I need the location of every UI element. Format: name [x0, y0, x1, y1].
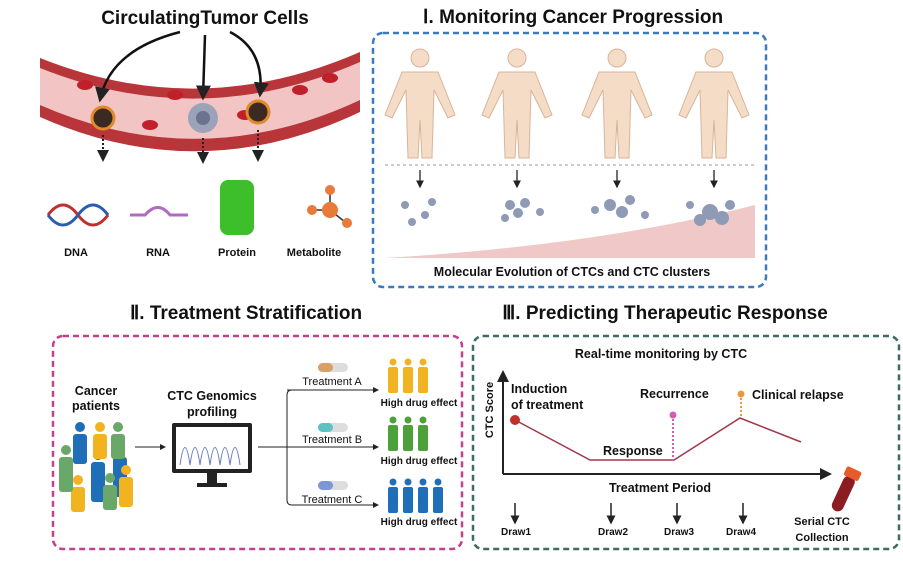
- section3-frame: [471, 334, 901, 551]
- section3-title: Ⅲ. Predicting Therapeutic Response: [502, 303, 828, 324]
- effect-b-label: High drug effect: [380, 456, 458, 467]
- draw2-label: Draw2: [597, 527, 629, 538]
- treatment-b-label: Treatment B: [301, 434, 363, 446]
- patients-crowd-icon: [59, 422, 133, 512]
- recurrence-label: Recurrence: [640, 387, 709, 401]
- tumor-cell: [245, 99, 271, 125]
- patient-icon: [418, 358, 428, 393]
- section1-frame: [371, 31, 768, 289]
- pill-icon: [318, 423, 348, 432]
- induction-point: [510, 415, 520, 425]
- patient-icon: [388, 358, 398, 393]
- recurrence-point: [669, 411, 677, 419]
- draw4-label: Draw4: [725, 527, 757, 538]
- pill-icon: [318, 481, 348, 490]
- section2-title: Ⅱ. Treatment Stratification: [129, 303, 363, 324]
- section2-frame: [51, 334, 464, 551]
- tumor-cell: [90, 105, 116, 131]
- patient-icon: [403, 478, 413, 513]
- draw3-label: Draw3: [663, 527, 695, 538]
- collection-label: Collection: [795, 532, 849, 544]
- patient-icon: [388, 416, 398, 451]
- section1-caption: Molecular Evolution of CTCs and CTC clus…: [433, 265, 711, 279]
- treatment-c-label: Treatment C: [301, 494, 363, 506]
- patient-icon: [418, 416, 428, 451]
- metabolite-label: Metabolite: [286, 247, 342, 259]
- y-axis-label: CTC Score: [484, 381, 496, 439]
- rna-label: RNA: [146, 247, 170, 259]
- chart-title: Real-time monitoring by CTC: [574, 347, 748, 361]
- treatment-a-label: Treatment A: [302, 376, 362, 388]
- monitor-icon: [172, 423, 252, 487]
- draw1-label: Draw1: [500, 527, 532, 538]
- section1-title: Ⅰ. Monitoring Cancer Progression: [422, 7, 724, 28]
- protein-icon: [220, 180, 254, 235]
- ctc-clusters: [401, 195, 735, 226]
- dna-label: DNA: [64, 247, 88, 259]
- protein-label: Protein: [218, 247, 256, 259]
- rna-icon: [130, 206, 188, 217]
- response-label: Response: [603, 444, 663, 458]
- human-body-icons: [384, 48, 750, 159]
- ctc-score-chart: [497, 370, 832, 525]
- induction-label-2: of treatment: [511, 398, 584, 412]
- patient-icon: [418, 478, 428, 513]
- effect-c-label: High drug effect: [380, 517, 458, 528]
- pill-icon: [318, 363, 348, 372]
- ctc-title: CirculatingTumor Cells: [101, 8, 309, 29]
- metabolite-icon: [307, 185, 352, 228]
- evolution-wedge: [385, 205, 755, 258]
- induction-label: Induction: [511, 382, 568, 396]
- x-axis-label: Treatment Period: [608, 481, 712, 495]
- profiling-label: CTC Genomics profiling: [167, 389, 257, 419]
- blood-tube-icon: [831, 466, 862, 512]
- relapse-point: [737, 390, 745, 398]
- effect-a-label: High drug effect: [380, 398, 458, 409]
- patient-icon: [403, 358, 413, 393]
- serial-label: Serial CTC: [794, 516, 850, 528]
- patient-icon: [403, 416, 413, 451]
- blood-vessel: [40, 30, 360, 164]
- patient-icon: [433, 478, 443, 513]
- patients-label: Cancer patients: [72, 384, 120, 413]
- patient-icon: [388, 478, 398, 513]
- relapse-label: Clinical relapse: [752, 388, 844, 402]
